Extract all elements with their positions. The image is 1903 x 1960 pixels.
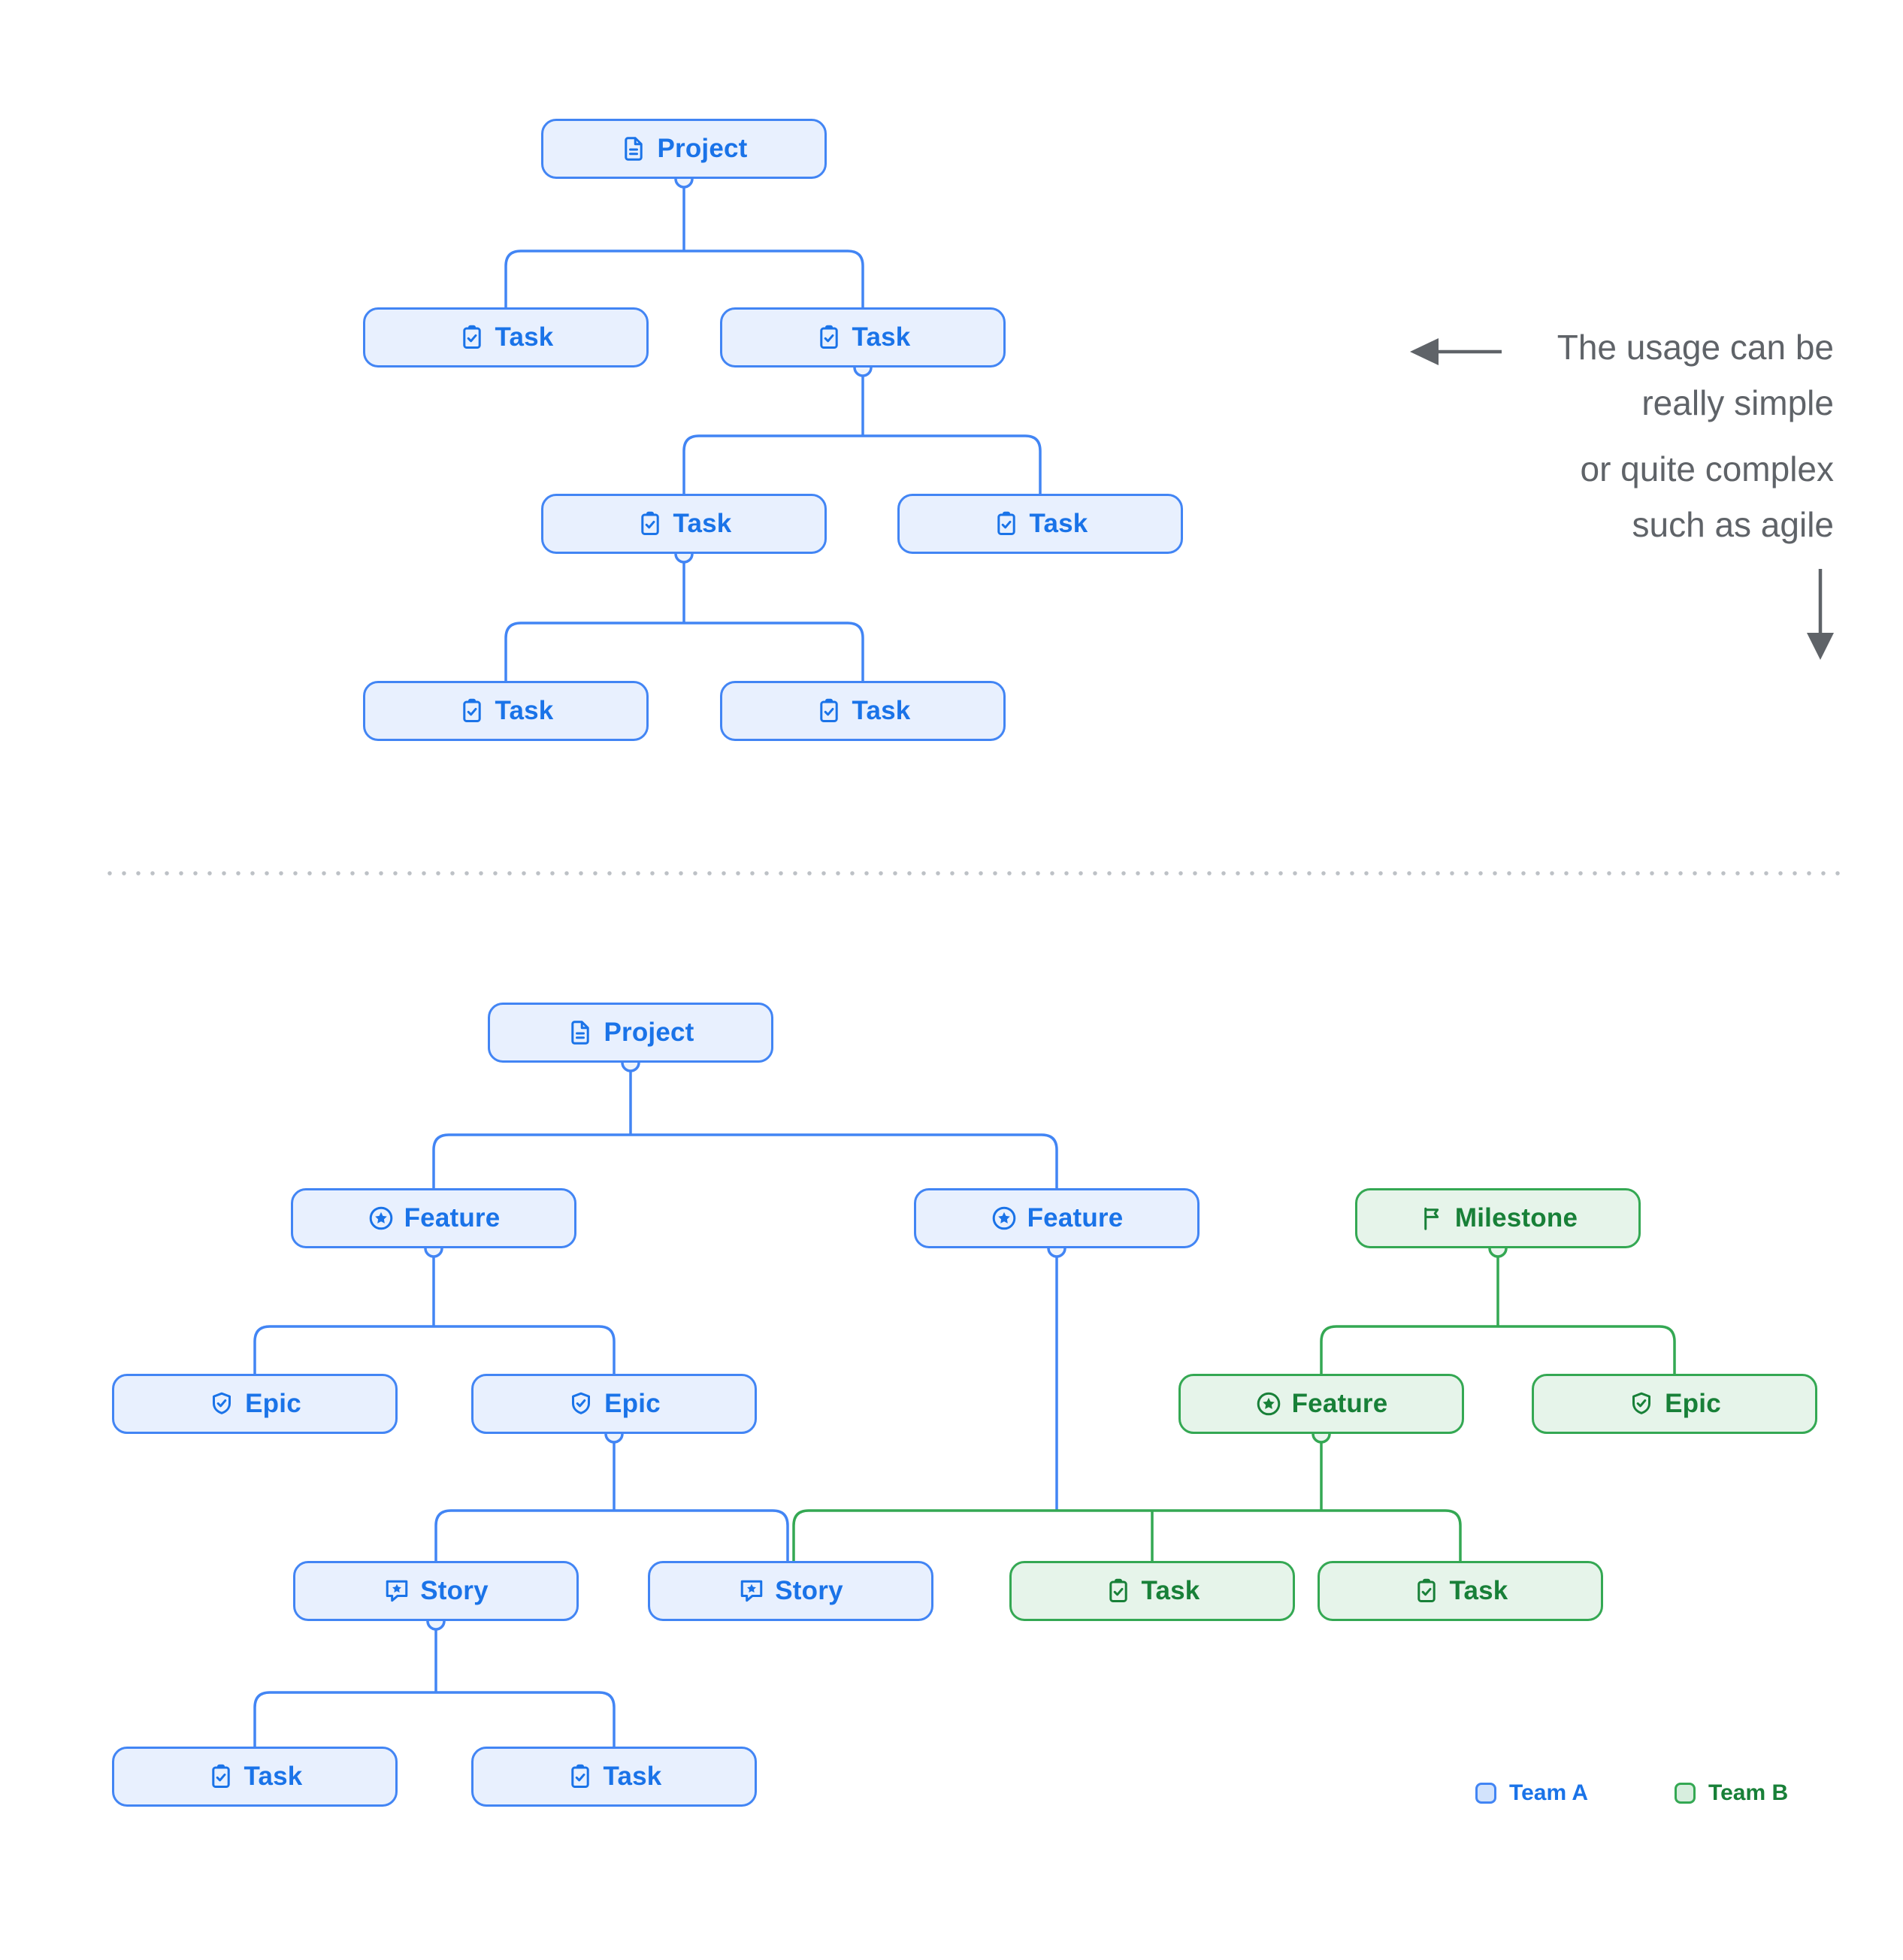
epic-node: Epic: [1532, 1374, 1817, 1434]
task-node: Task: [363, 681, 649, 741]
annotation-text: The usage can be really simple or quite …: [1557, 319, 1834, 552]
shield-check-icon: [208, 1390, 235, 1417]
task-node: Task: [720, 307, 1006, 368]
legend-label: Team A: [1509, 1780, 1589, 1805]
left-arrow: [1410, 338, 1502, 365]
legend-team-b: Team B: [1675, 1777, 1788, 1810]
node-label: Epic: [1665, 1389, 1721, 1418]
down-arrow: [1807, 569, 1834, 660]
top-tree-connectors: [504, 179, 1042, 681]
bottom-tree-green-connectors: [792, 1248, 1676, 1561]
node-label: Task: [673, 509, 732, 538]
node-label: Feature: [1027, 1203, 1124, 1233]
star-circle-icon: [368, 1205, 395, 1232]
project-node: Project: [541, 119, 827, 179]
annotation-line: The usage can be: [1557, 328, 1834, 367]
clipboard-check-icon: [993, 510, 1020, 537]
node-label: Feature: [404, 1203, 501, 1233]
node-label: Milestone: [1454, 1203, 1578, 1233]
document-icon: [620, 135, 647, 162]
team-b-swatch: [1675, 1783, 1696, 1804]
annotation-line: really simple: [1641, 383, 1834, 422]
node-label: Task: [495, 322, 554, 352]
node-label: Story: [420, 1576, 489, 1605]
project-node: Project: [488, 1003, 773, 1063]
node-label: Task: [1029, 509, 1088, 538]
node-label: Story: [775, 1576, 843, 1605]
clipboard-check-icon: [458, 324, 486, 351]
shield-check-icon: [1628, 1390, 1655, 1417]
star-circle-icon: [1255, 1390, 1282, 1417]
task-node: Task: [720, 681, 1006, 741]
feature-node: Feature: [291, 1188, 576, 1248]
node-label: Task: [244, 1762, 303, 1791]
feature-node: Feature: [1178, 1374, 1464, 1434]
story-node: Story: [648, 1561, 933, 1621]
clipboard-check-icon: [815, 324, 843, 351]
star-circle-icon: [991, 1205, 1018, 1232]
task-node: Task: [541, 494, 827, 554]
shield-check-icon: [567, 1390, 594, 1417]
clipboard-check-icon: [567, 1763, 594, 1790]
feature-node: Feature: [914, 1188, 1200, 1248]
node-label: Project: [657, 134, 748, 163]
epic-node: Epic: [471, 1374, 757, 1434]
node-label: Task: [1141, 1576, 1200, 1605]
clipboard-check-icon: [815, 697, 843, 724]
node-label: Epic: [245, 1389, 301, 1418]
bottom-tree-blue-connectors: [253, 1063, 1058, 1747]
annotation-line: such as agile: [1632, 505, 1835, 544]
epic-node: Epic: [112, 1374, 398, 1434]
node-label: Task: [852, 696, 911, 725]
clipboard-check-icon: [207, 1763, 234, 1790]
story-bubble-star-icon: [738, 1577, 765, 1605]
clipboard-check-icon: [637, 510, 664, 537]
task-node: Task: [1318, 1561, 1603, 1621]
document-icon: [567, 1019, 594, 1046]
clipboard-check-icon: [1413, 1577, 1440, 1605]
team-a-swatch: [1475, 1783, 1496, 1804]
node-label: Epic: [604, 1389, 661, 1418]
node-label: Task: [852, 322, 911, 352]
task-node: Task: [1009, 1561, 1295, 1621]
node-label: Task: [495, 696, 554, 725]
clipboard-check-icon: [458, 697, 486, 724]
task-node: Task: [471, 1747, 757, 1807]
node-label: Task: [1449, 1576, 1508, 1605]
legend-label: Team B: [1708, 1780, 1789, 1805]
node-label: Feature: [1291, 1389, 1388, 1418]
legend-team-a: Team A: [1475, 1777, 1588, 1810]
task-node: Task: [112, 1747, 398, 1807]
clipboard-check-icon: [1105, 1577, 1132, 1605]
bottom-tree-blue-ports: [424, 1053, 1066, 1631]
task-node: Task: [363, 307, 649, 368]
flag-icon: [1418, 1205, 1445, 1232]
milestone-node: Milestone: [1355, 1188, 1641, 1248]
annotation-line: or quite complex: [1580, 449, 1835, 488]
story-node: Story: [293, 1561, 579, 1621]
task-node: Task: [897, 494, 1183, 554]
node-label: Project: [604, 1018, 694, 1047]
node-label: Task: [603, 1762, 662, 1791]
story-bubble-star-icon: [383, 1577, 410, 1605]
